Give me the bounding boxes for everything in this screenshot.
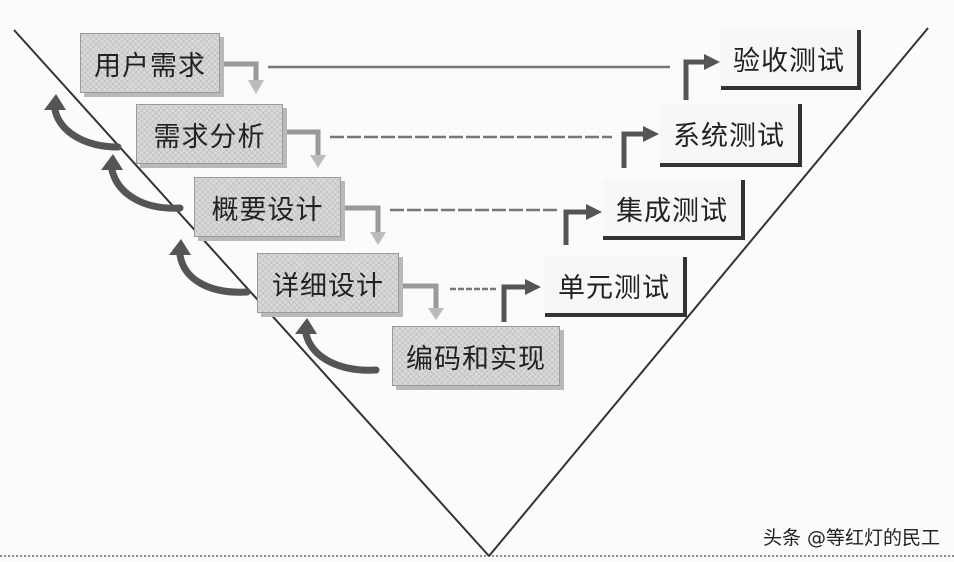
up-arrows	[501, 59, 705, 322]
stage-label: 需求分析	[153, 121, 266, 153]
stage-label: 验收测试	[733, 45, 845, 77]
up-arrow-heads	[525, 54, 720, 295]
down-arrow-head-4	[428, 308, 444, 320]
down-arrow-heads	[248, 80, 444, 320]
stage-label: 概要设计	[211, 194, 324, 226]
up-arrow-4	[501, 284, 526, 322]
stage-high-level-design: 概要设计	[194, 177, 341, 237]
feedback-arrow-head-2	[101, 154, 123, 170]
stage-unit-testing: 单元测试	[545, 257, 687, 317]
up-arrow-3	[563, 209, 587, 245]
down-arrow-head-2	[310, 155, 326, 168]
stage-label: 编码和实现	[406, 343, 546, 375]
down-arrow-3	[343, 205, 381, 232]
stage-acceptance-testing: 验收测试	[721, 30, 861, 90]
stage-system-testing: 系统测试	[660, 104, 802, 167]
feedback-arrows	[51, 106, 380, 374]
feedback-arrow-head-3	[169, 239, 191, 255]
up-arrow-head-1	[704, 54, 720, 70]
v-left-line	[13, 29, 490, 557]
up-arrow-head-4	[525, 279, 541, 295]
stage-label: 用户需求	[94, 50, 206, 82]
feedback-arrow-1	[51, 106, 122, 151]
down-arrow-2	[285, 129, 321, 155]
feedback-arrow-4	[302, 330, 380, 374]
stage-integration-testing: 集成测试	[603, 180, 745, 240]
up-arrow-1	[683, 59, 705, 100]
feedback-arrow-head-4	[295, 318, 317, 334]
watermark: 头条 @等红灯的民工	[762, 527, 940, 549]
feedback-arrow-3	[176, 251, 251, 296]
stage-label: 单元测试	[558, 272, 670, 304]
v-right-line	[488, 27, 929, 557]
feedback-arrow-2	[108, 166, 184, 212]
down-arrow-1	[222, 61, 259, 80]
stage-user-requirements: 用户需求	[80, 33, 220, 93]
down-arrow-head-3	[370, 232, 386, 245]
feedback-arrow-head-1	[44, 94, 66, 110]
down-arrows	[222, 61, 439, 308]
stage-detailed-design: 详细设计	[257, 253, 399, 313]
up-arrow-2	[621, 131, 644, 168]
up-arrow-head-3	[586, 204, 602, 220]
down-arrow-4	[401, 283, 439, 308]
stage-label: 系统测试	[673, 121, 785, 152]
stage-connectors	[268, 65, 670, 291]
stage-label: 详细设计	[272, 270, 384, 302]
up-arrow-head-2	[643, 126, 659, 142]
feedback-arrow-heads	[44, 94, 317, 334]
stage-requirements-analysis: 需求分析	[136, 104, 283, 164]
down-arrow-head-1	[248, 80, 264, 94]
stage-label: 集成测试	[616, 195, 728, 227]
stage-coding-implementation: 编码和实现	[392, 326, 560, 386]
